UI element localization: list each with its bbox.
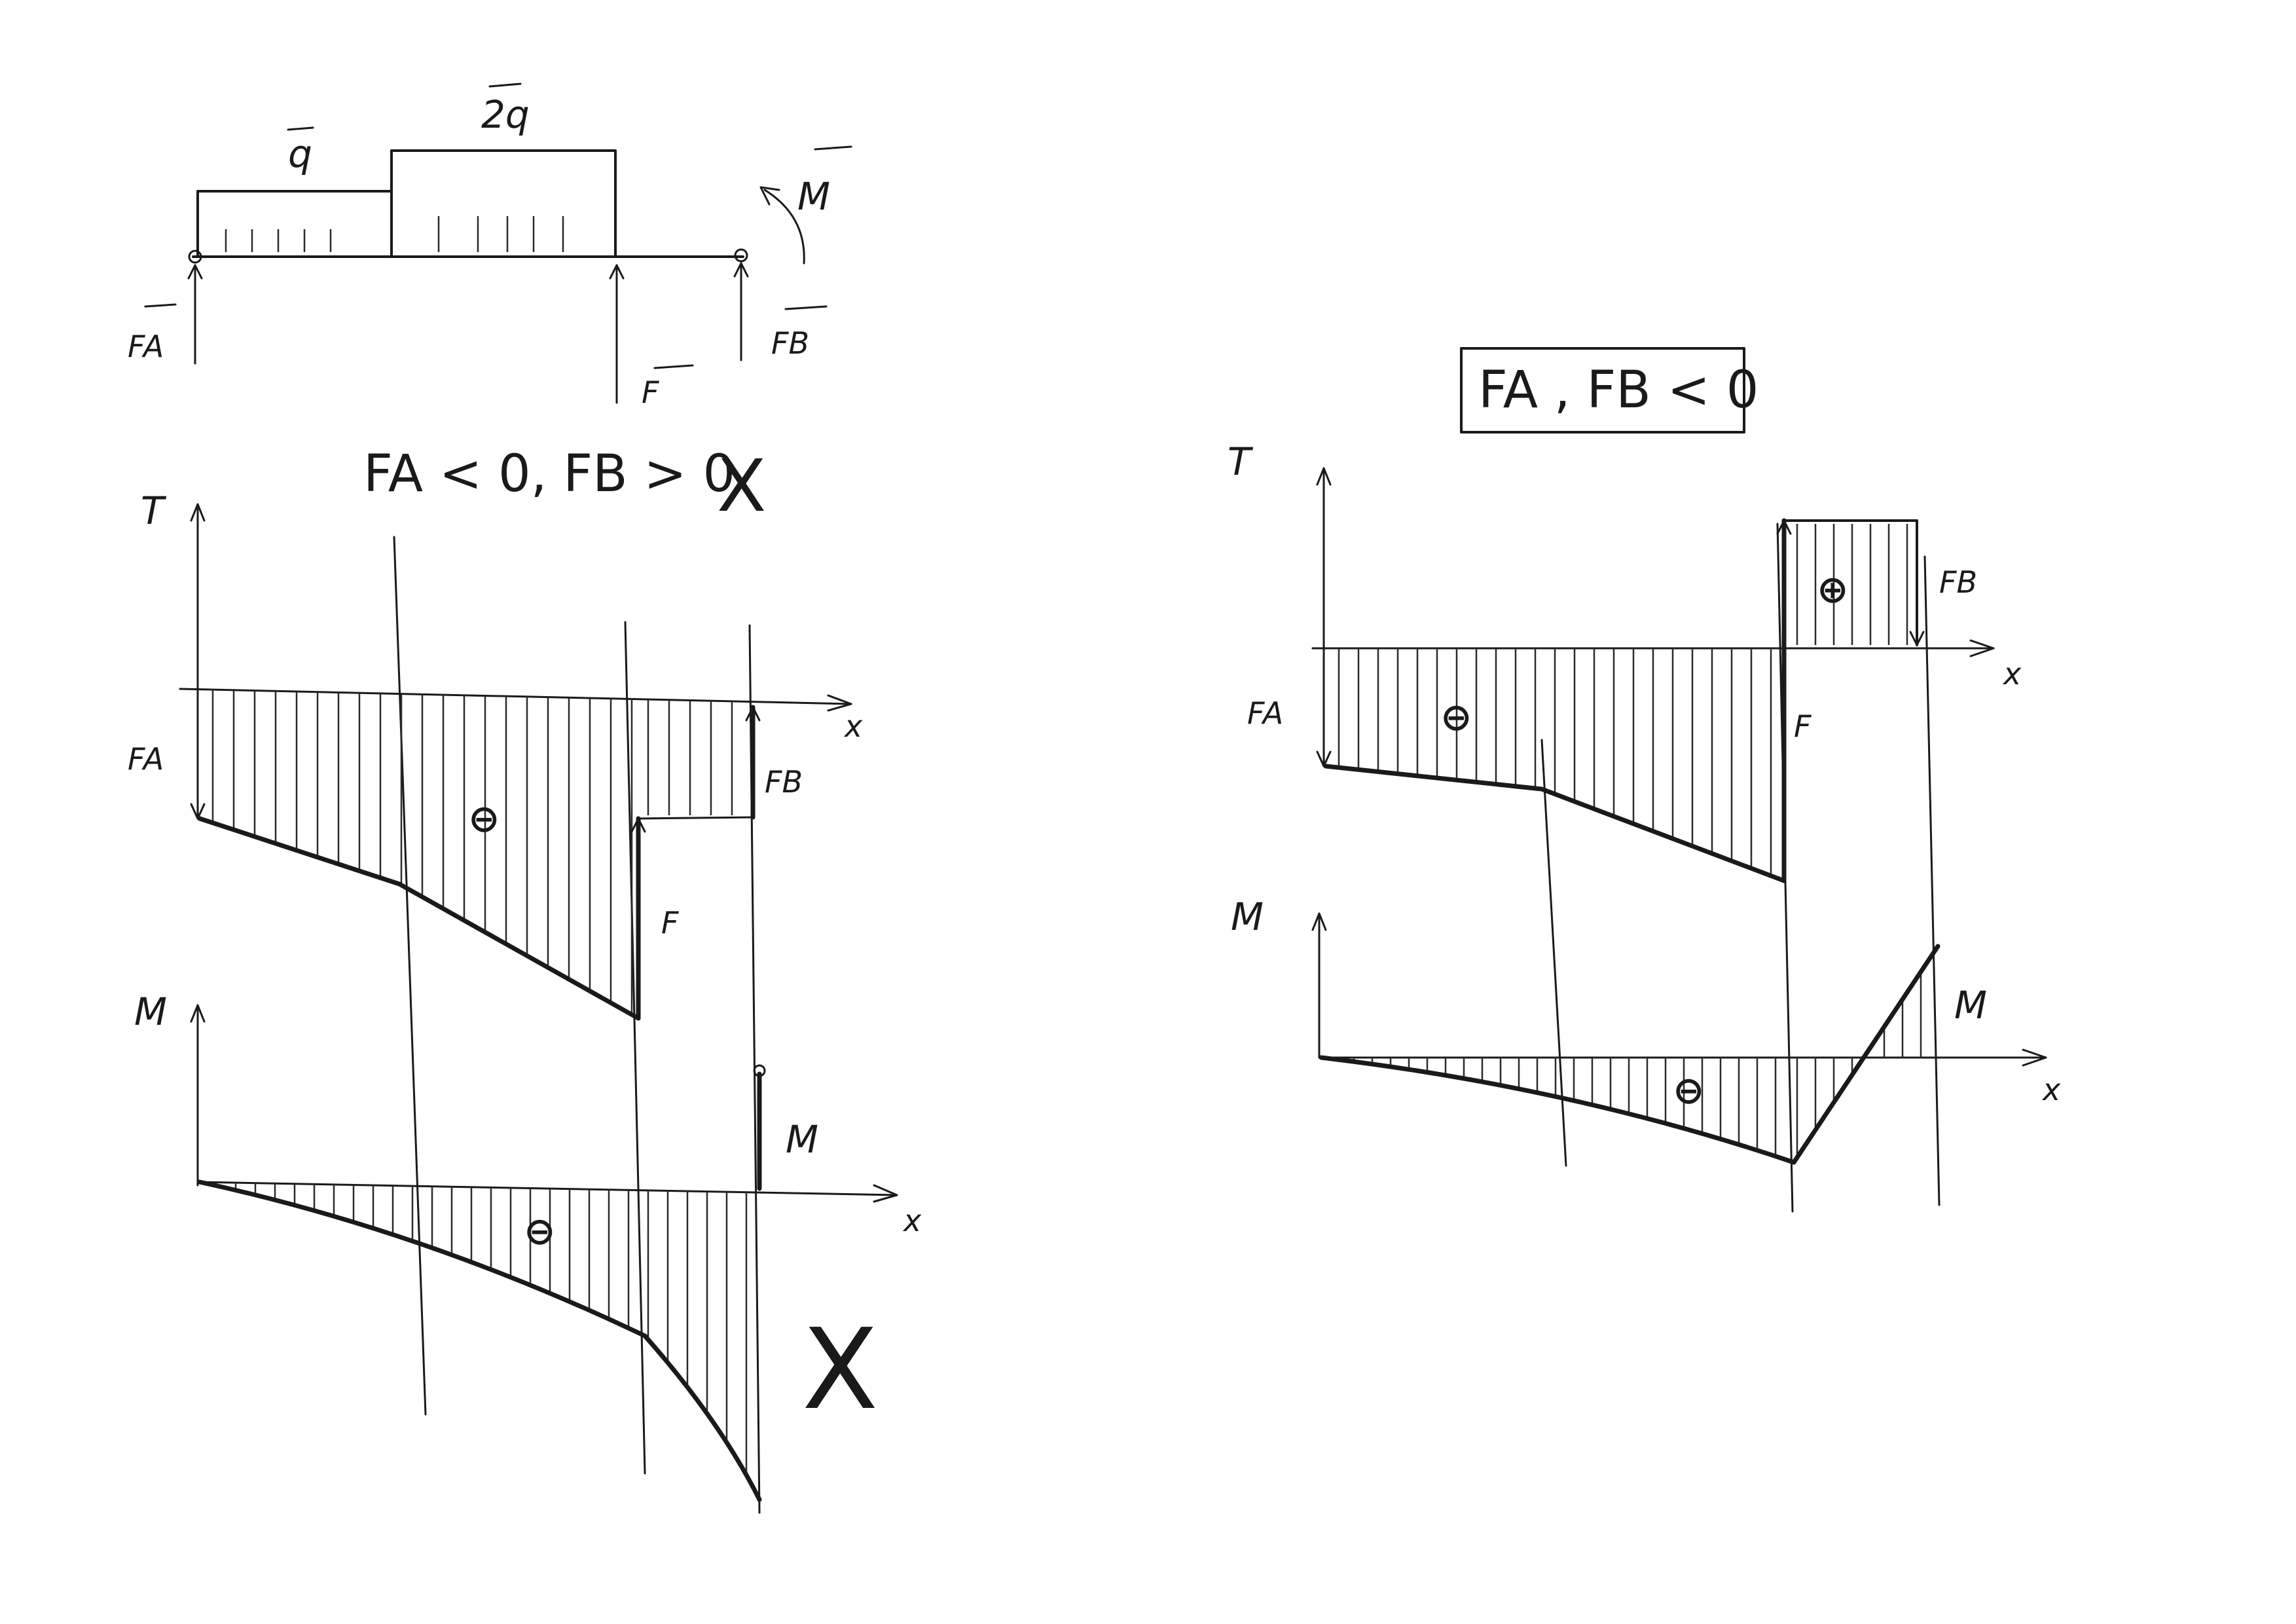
- moment-jump-dot-left: [753, 1064, 766, 1077]
- fa-jump-arrowhead-left: [190, 803, 206, 820]
- shear-line-right: [1323, 764, 1787, 883]
- fa-jump-label-left: FA: [128, 741, 164, 777]
- shear-hatching-right: [1338, 524, 1908, 876]
- moment-label: M: [797, 174, 830, 219]
- t-x-arrowhead-right: [1969, 639, 1995, 657]
- t-axis-label-right: T: [1228, 439, 1254, 484]
- moment-diagram-left: M x M ⊖: [134, 989, 922, 1502]
- f-label: F: [642, 375, 659, 410]
- fb-jump-arrowhead-left: [745, 706, 761, 722]
- m-axis-arrowhead-left: [190, 1004, 206, 1023]
- guide-line-1: [393, 536, 427, 1416]
- moment-sign-right: ⊖: [1673, 1068, 1705, 1113]
- m-x-axis-left: [196, 1181, 898, 1196]
- t-axis-arrowhead-right: [1316, 467, 1332, 486]
- support-b: [734, 248, 748, 263]
- t-axis-arrowhead-left: [190, 503, 206, 522]
- moment-sign-left: ⊖: [524, 1209, 556, 1253]
- case-left-reject-mark-bottom: X: [802, 1305, 878, 1435]
- moment-arc: [763, 189, 805, 265]
- t-x-label-right: x: [2002, 656, 2022, 692]
- case-left-reject-mark-top: X: [717, 444, 766, 528]
- m-jump-label-left: M: [786, 1117, 818, 1162]
- m-x-label-left: x: [902, 1203, 922, 1238]
- shear-step-left: [637, 706, 754, 820]
- case-left: FA < 0, FB > 0 X T x FA FB F ⊖: [128, 444, 922, 1514]
- case-left-title: FA < 0, FB > 0: [363, 445, 735, 504]
- q-vector-mark: [287, 126, 314, 131]
- beam-sketch: q 2q M FA FB F: [128, 83, 852, 410]
- moment-hatching-right: [1334, 972, 1922, 1158]
- 2q-label: 2q: [481, 92, 530, 137]
- fa-arrowhead: [187, 264, 203, 280]
- shear-diagram-right: T x FA FB F ⊖ ⊕: [1228, 439, 2022, 883]
- moment-diagram-right: M x M ⊖: [1231, 895, 2061, 1165]
- fb-jump-arrowhead-right: [1909, 631, 1925, 646]
- fa-jump-arrowhead-right: [1316, 750, 1332, 767]
- t-x-axis-left: [179, 688, 852, 705]
- load-2q-block: [390, 149, 617, 258]
- m-jump-label-right: M: [1954, 983, 1987, 1027]
- moment-arrowhead: [759, 186, 780, 206]
- fb-jump-label-left: FB: [765, 764, 803, 800]
- t-x-arrowhead-left: [827, 694, 852, 712]
- load-arrows: [225, 216, 564, 252]
- f-jump-label-right: F: [1794, 709, 1812, 744]
- case-right: FA , FB < 0 T x FA FB F ⊖ ⊕: [1228, 347, 2061, 1213]
- shear-diagram-left: T x FA FB F ⊖: [128, 489, 863, 1021]
- guide-line-r3: [1923, 555, 1941, 1206]
- m-x-label-right: x: [2041, 1072, 2061, 1107]
- fa-label: FA: [128, 329, 164, 364]
- support-a: [188, 249, 202, 264]
- guide-line-2: [624, 621, 646, 1475]
- f-jump-label-left: F: [661, 905, 679, 940]
- shear-step-right: [1783, 519, 1918, 646]
- fb-jump-label-right: FB: [1939, 564, 1977, 600]
- shear-pos-sign-right: ⊕: [1817, 567, 1849, 612]
- m-x-arrowhead-left: [873, 1184, 898, 1203]
- f-arrowhead: [609, 264, 625, 280]
- m-x-arrowhead-right: [2022, 1048, 2047, 1067]
- shear-sign-left: ⊖: [468, 796, 500, 841]
- m-axis-label-left: M: [134, 989, 167, 1034]
- t-x-label-left: x: [843, 709, 863, 744]
- q-label: q: [288, 132, 312, 176]
- moment-curve-right: [1319, 944, 1941, 1165]
- 2q-vector-mark: [488, 83, 522, 88]
- load-q-block: [196, 190, 393, 258]
- case-right-title: FA , FB < 0: [1478, 361, 1758, 420]
- t-axis-label-left: T: [141, 489, 167, 533]
- case-right-title-box: [1460, 347, 1745, 434]
- fb-vector-mark: [784, 305, 828, 310]
- m-axis-label-right: M: [1231, 895, 1264, 939]
- f-jump-arrowhead-left: [630, 817, 646, 833]
- fa-jump-label-right: FA: [1247, 695, 1283, 731]
- moment-hatching-left: [215, 1182, 748, 1475]
- shear-neg-sign-right: ⊖: [1440, 695, 1472, 739]
- shear-hatching-left: [211, 690, 733, 1015]
- fb-label: FB: [771, 325, 809, 361]
- fa-vector-mark: [144, 303, 177, 308]
- moment-vector-mark: [814, 145, 852, 151]
- shear-line-left: [197, 816, 641, 1021]
- guide-line-r1: [1540, 739, 1567, 1167]
- moment-curve-left: [197, 1179, 762, 1502]
- m-axis-arrowhead-right: [1311, 912, 1327, 931]
- f-vector-mark: [653, 364, 694, 369]
- fb-arrowhead: [733, 262, 749, 278]
- f-jump-arrowhead-right: [1776, 519, 1792, 535]
